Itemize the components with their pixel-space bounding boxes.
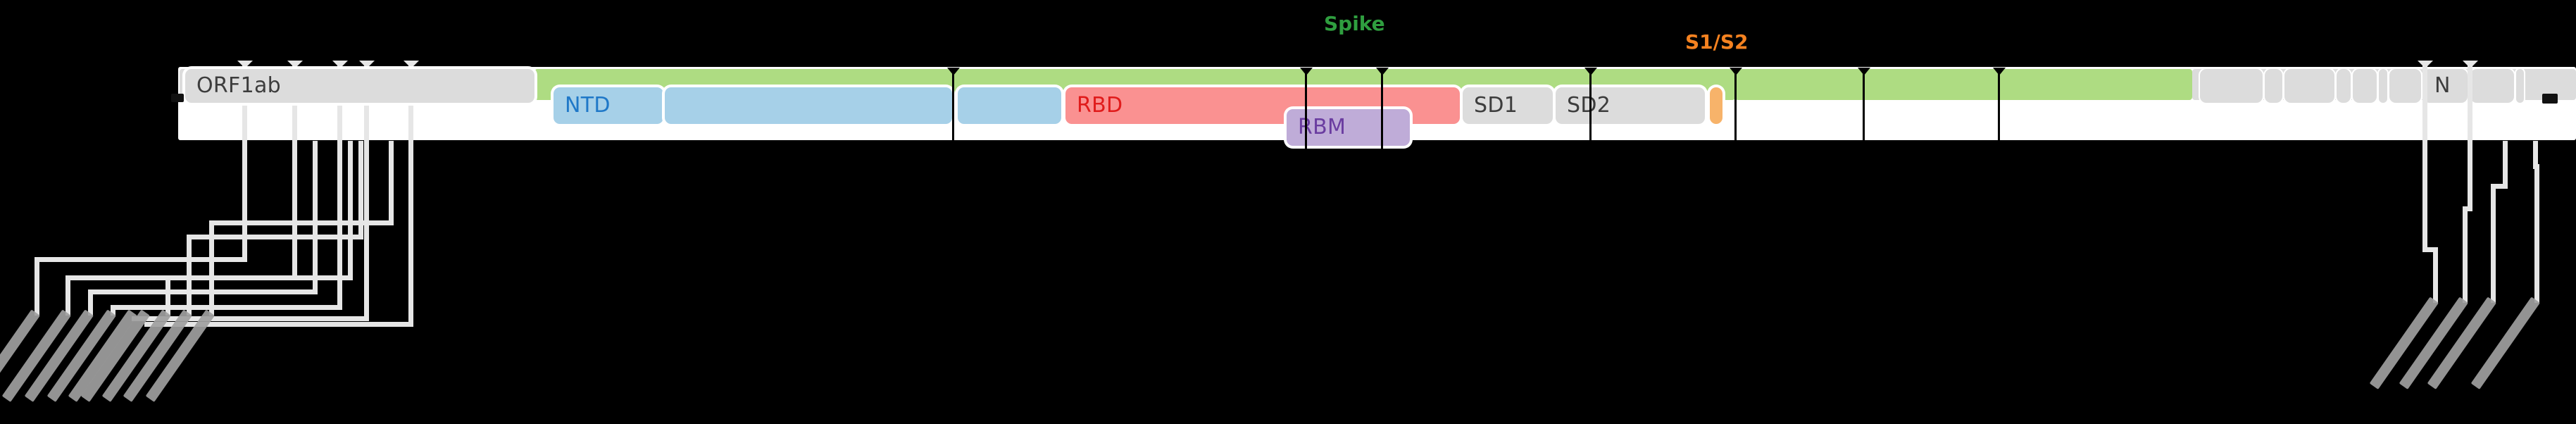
orf-seg-3 (2284, 69, 2334, 103)
marker-orf1ab-b-cap (287, 61, 303, 68)
mut-9-elbow (209, 220, 394, 225)
mut-1-elbow (35, 257, 247, 262)
marker-rbm-end-cap (1375, 68, 1389, 75)
rmut-3-elbow (2491, 184, 2508, 189)
marker-orf1ab-b[interactable] (287, 61, 303, 145)
top-label-s1-s2: S1/S2 (1685, 30, 1749, 54)
mut-6-elbow (144, 322, 413, 327)
ntd-ext2 (958, 87, 1061, 124)
mut-3-drop (313, 141, 318, 294)
rbm: RBM (1287, 109, 1410, 146)
mut-9-stem (209, 220, 214, 316)
marker-s2-b-cap (1857, 68, 1870, 75)
mut-7-stem (165, 275, 170, 316)
mut-6-drop (408, 141, 413, 327)
track-start-cap (171, 94, 184, 102)
marker-sd2-mid[interactable] (1584, 68, 1597, 149)
rmut-3-drop (2503, 141, 2508, 189)
rmut-2-elbow (2463, 206, 2472, 211)
orf-seg-6 (2379, 69, 2387, 103)
marker-spike-start-cap (946, 68, 960, 75)
mut-3-elbow (88, 289, 318, 294)
marker-spike-start[interactable] (946, 68, 960, 149)
marker-orf1ab-d-cap (358, 61, 375, 68)
orf-seg-2 (2265, 69, 2282, 103)
mut-8-stem (187, 235, 192, 316)
orf-seg-4 (2337, 69, 2351, 103)
orf1ab-label: ORF1ab (196, 73, 282, 98)
mut-7-elbow (165, 275, 353, 280)
orf-seg-7 (2389, 69, 2421, 103)
mut-8-drop (358, 141, 363, 239)
mut-2-drop (292, 141, 297, 280)
marker-s2-b[interactable] (1857, 68, 1870, 149)
marker-n-b[interactable] (2462, 61, 2478, 145)
mut-1-drop (242, 141, 247, 262)
marker-orf1ab-c-cap (332, 61, 348, 68)
marker-n-a-cap (2417, 61, 2433, 68)
orf-seg-10 (2516, 69, 2524, 103)
marker-s2-c-cap (1992, 68, 2006, 75)
orf-seg-9 (2470, 69, 2514, 103)
mut-5-drop (364, 141, 369, 321)
sd1: SD1 (1463, 87, 1553, 124)
marker-orf1ab-d[interactable] (358, 61, 375, 145)
marker-orf1ab-a[interactable] (237, 61, 253, 145)
orf-seg-1 (2200, 69, 2263, 103)
mut-7-drop (348, 141, 353, 280)
marker-n-a[interactable] (2417, 61, 2433, 145)
marker-n-b-cap (2462, 61, 2478, 68)
marker-rbm-end[interactable] (1375, 68, 1389, 149)
marker-orf1ab-a-cap (237, 61, 253, 68)
marker-orf1ab-c[interactable] (332, 61, 348, 145)
s1s2-site (1710, 87, 1722, 124)
rmut-3-stem (2491, 184, 2496, 303)
ntd-ext (665, 87, 952, 124)
ntd: NTD (554, 87, 663, 124)
marker-orf1ab-e-cap (403, 61, 419, 68)
rbd-label: RBD (1077, 93, 1123, 118)
marker-s2-a[interactable] (1729, 68, 1742, 149)
nucleocapsid-label: N (2434, 73, 2451, 98)
marker-sd2-mid-cap (1584, 68, 1597, 75)
ntd-label: NTD (565, 93, 611, 118)
sd2-label: SD2 (1556, 95, 1611, 116)
track-end-cap (2542, 94, 2558, 104)
marker-rbm-start-cap (1299, 68, 1313, 75)
rmut-4-stem (2534, 164, 2539, 303)
spike-band-right (1735, 69, 2192, 100)
sd1-label: SD1 (1474, 93, 1518, 118)
rbm-label: RBM (1298, 115, 1346, 139)
mut-1-stem (35, 257, 39, 316)
orf1ab: ORF1ab (185, 69, 534, 103)
mut-2-stem (65, 275, 70, 316)
marker-orf1ab-e[interactable] (403, 61, 419, 145)
mut-4-drop (337, 141, 342, 310)
sd2: SD2 (1556, 87, 1705, 124)
mut-4-stem (111, 305, 115, 316)
marker-s2-a-cap (1729, 68, 1742, 75)
orf-seg-5 (2353, 69, 2377, 103)
marker-rbm-start[interactable] (1299, 68, 1313, 149)
marker-s2-c[interactable] (1992, 68, 2006, 149)
rmut-1-stem (2433, 247, 2438, 303)
mut-4-elbow (111, 305, 342, 310)
mut-8-elbow (187, 235, 363, 239)
mut-3-stem (88, 289, 93, 316)
mut-5-elbow (132, 316, 369, 321)
rmut-1-elbow (2422, 247, 2438, 252)
rmut-2-drop (2468, 141, 2472, 211)
rmut-1-drop (2422, 141, 2427, 252)
mut-9-drop (389, 141, 394, 225)
rmut-4-drop (2533, 141, 2538, 169)
nucleocapsid: N (2423, 69, 2468, 103)
top-label-spike: Spike (1324, 12, 1385, 35)
rmut-2-stem (2463, 206, 2468, 303)
